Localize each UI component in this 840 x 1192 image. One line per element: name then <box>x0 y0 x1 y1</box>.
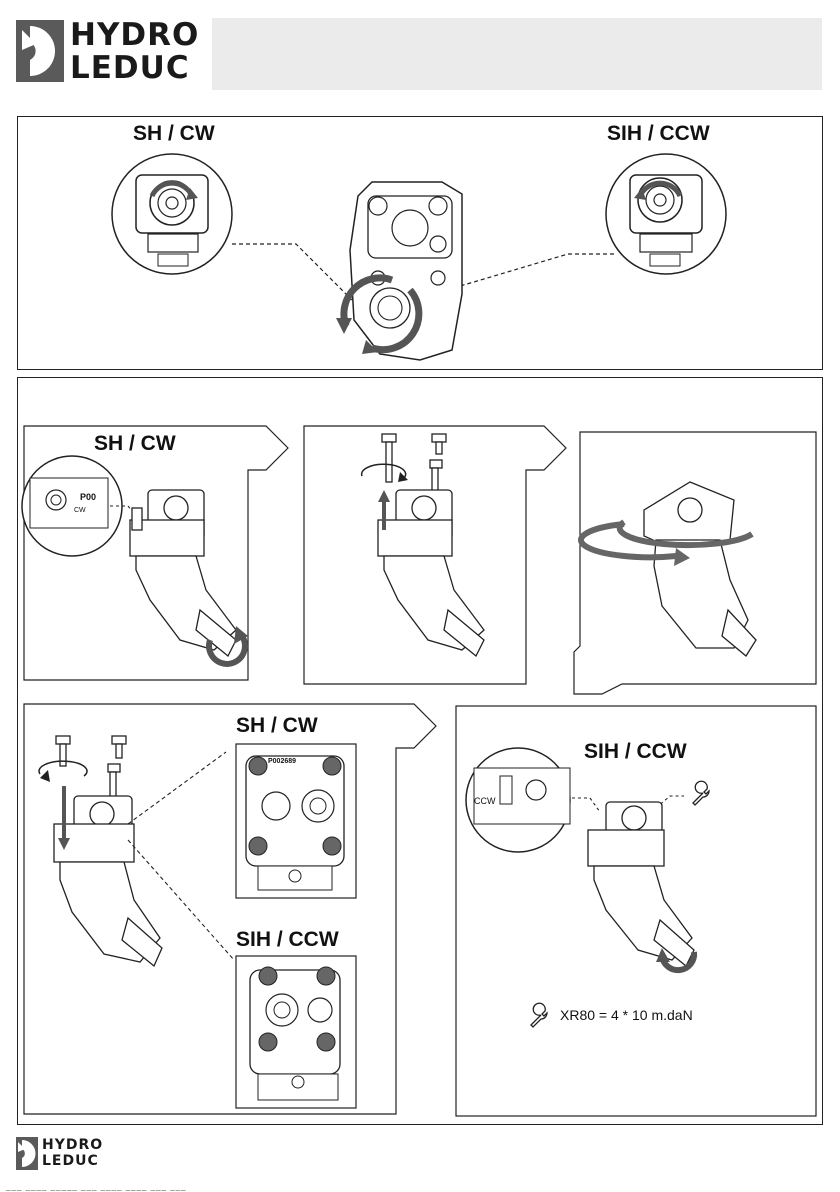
step4-label-bottom: SIH / CCW <box>236 928 339 952</box>
footer-logo-line1: HYDRO <box>42 1138 103 1152</box>
torque-spec: XR80 = 4 * 10 m.daN <box>560 1007 693 1023</box>
torque-wrench-icon <box>528 1004 552 1028</box>
footer-fine-print: ___ ____ _____ ___ ____ ____ ___ ___ <box>6 1182 187 1191</box>
svg-text:P00: P00 <box>80 492 96 502</box>
footer-logo-icon <box>16 1137 38 1170</box>
footer-logo-line2: LEDUC <box>42 1154 99 1168</box>
step5-label: SIH / CCW <box>584 740 687 764</box>
svg-text:CW: CW <box>74 507 86 514</box>
wrench-icon <box>690 782 714 806</box>
step4-label-top: SH / CW <box>236 714 318 738</box>
ccw-tag: CCW <box>474 796 496 806</box>
part-number-label: P002689 <box>268 758 296 765</box>
